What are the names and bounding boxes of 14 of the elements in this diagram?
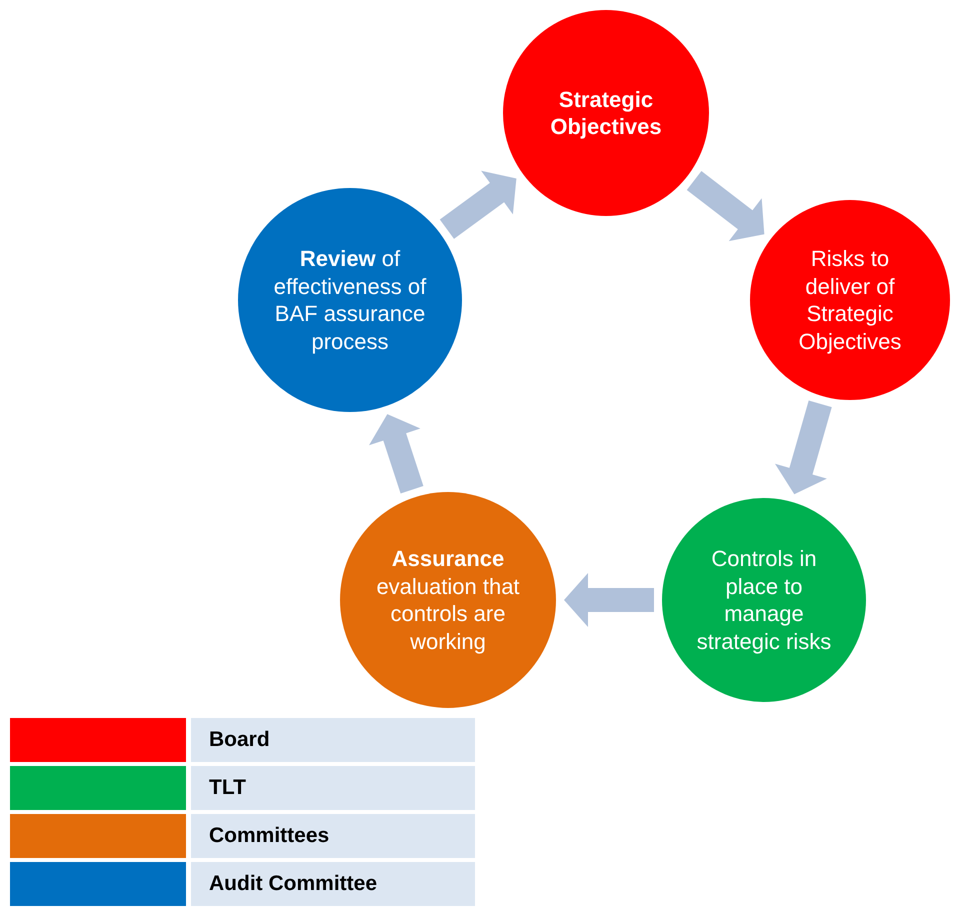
legend-label: Board [191, 718, 475, 762]
block-arrow [369, 414, 424, 494]
block-arrow [440, 170, 516, 239]
block-arrow [564, 573, 654, 627]
block-arrow [775, 400, 832, 494]
circle-label: Controls in place to manage strategic risks [696, 545, 832, 655]
legend-label: TLT [191, 766, 475, 810]
legend-label: Audit Committee [191, 862, 475, 906]
block-arrow [686, 171, 764, 242]
circle-label: Review of effectiveness of BAF assurance process [272, 245, 428, 355]
circle-label: Strategic Objectives [549, 86, 663, 140]
circle-label: Assurance evaluation that controls are working [375, 545, 521, 655]
circle-label: Risks to deliver of Strategic Objectives [798, 245, 902, 355]
legend-label: Committees [191, 814, 475, 858]
